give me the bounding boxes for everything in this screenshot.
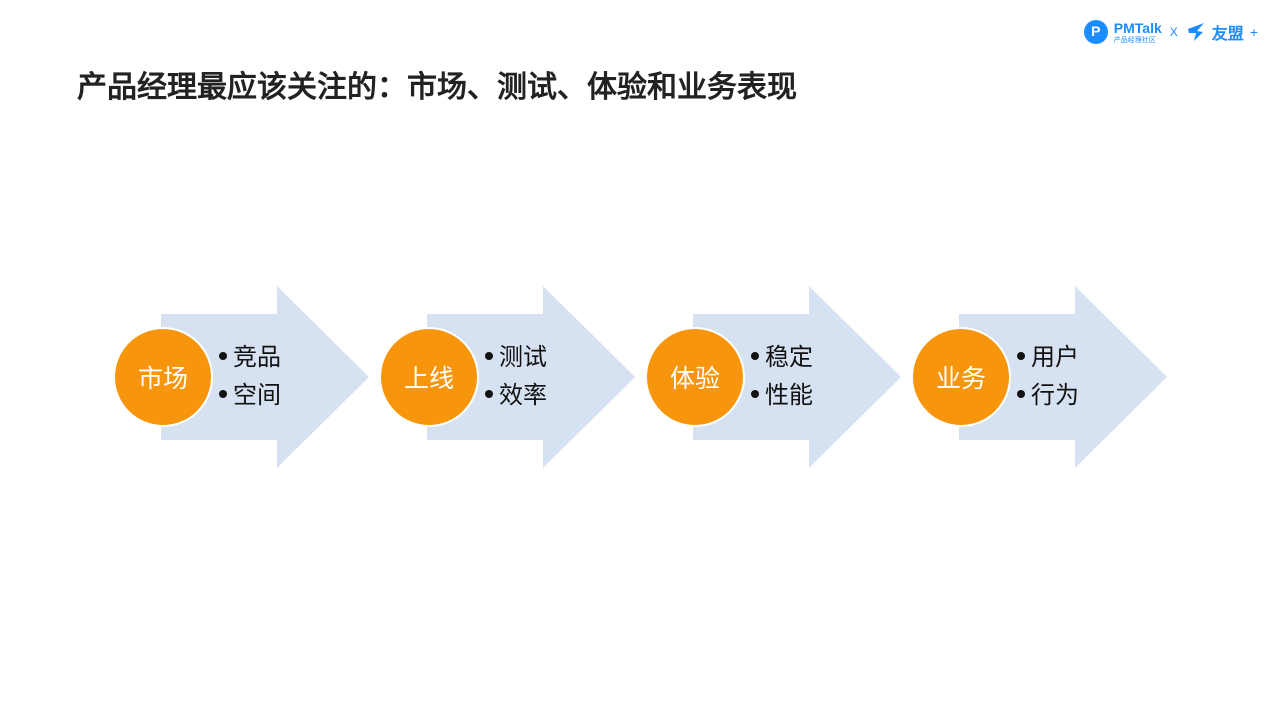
umeng-bird-icon xyxy=(1187,23,1204,41)
umeng-name: 友盟 xyxy=(1211,24,1244,43)
step-items: 用户 行为 xyxy=(1017,341,1079,411)
list-item: 稳定 xyxy=(751,341,813,373)
bullet-icon xyxy=(1017,352,1025,360)
bullet-icon xyxy=(1017,390,1025,398)
arrow-shape xyxy=(959,286,1167,468)
step-items: 测试 效率 xyxy=(485,341,547,411)
umeng-plus: + xyxy=(1249,24,1258,40)
item-label: 稳定 xyxy=(765,343,813,371)
list-item: 性能 xyxy=(751,379,813,411)
page-title: 产品经理最应该关注的：市场、测试、体验和业务表现 xyxy=(77,70,797,105)
bullet-icon xyxy=(219,390,227,398)
bullet-icon xyxy=(751,352,759,360)
bullet-icon xyxy=(485,390,493,398)
step-circle: 体验 xyxy=(645,327,745,427)
step-launch: 上线 测试 效率 xyxy=(379,286,639,468)
arrow-shape xyxy=(693,286,901,468)
step-items: 稳定 性能 xyxy=(751,341,813,411)
bullet-icon xyxy=(219,352,227,360)
list-item: 竞品 xyxy=(219,341,281,373)
list-item: 效率 xyxy=(485,379,547,411)
step-experience: 体验 稳定 性能 xyxy=(645,286,905,468)
bullet-icon xyxy=(485,352,493,360)
item-label: 用户 xyxy=(1031,343,1079,371)
list-item: 行为 xyxy=(1017,379,1079,411)
step-business: 业务 用户 行为 xyxy=(911,286,1171,468)
pmtalk-subtitle: 产品经理社区 xyxy=(1113,35,1156,44)
logo-separator: X xyxy=(1169,25,1178,39)
item-label: 效率 xyxy=(499,381,547,409)
list-item: 用户 xyxy=(1017,341,1079,373)
pmtalk-name: PMTalk xyxy=(1113,19,1162,36)
pmtalk-logo-icon xyxy=(1083,20,1108,44)
list-item: 空间 xyxy=(219,379,281,411)
item-label: 测试 xyxy=(499,343,547,371)
header-logos: PMTalk 产品经理社区 X 友盟 + xyxy=(1083,20,1258,44)
step-circle: 业务 xyxy=(911,327,1011,427)
item-label: 行为 xyxy=(1031,381,1079,409)
list-item: 测试 xyxy=(485,341,547,373)
step-circle: 上线 xyxy=(379,327,479,427)
bullet-icon xyxy=(751,390,759,398)
step-circle: 市场 xyxy=(113,327,213,427)
arrow-shape xyxy=(161,286,369,468)
arrow-shape xyxy=(427,286,635,468)
pmtalk-brand: PMTalk 产品经理社区 xyxy=(1114,21,1162,44)
step-items: 竞品 空间 xyxy=(219,341,281,411)
step-market: 市场 竞品 空间 xyxy=(113,286,373,468)
item-label: 空间 xyxy=(233,381,281,409)
item-label: 性能 xyxy=(765,381,813,409)
item-label: 竞品 xyxy=(233,343,281,371)
